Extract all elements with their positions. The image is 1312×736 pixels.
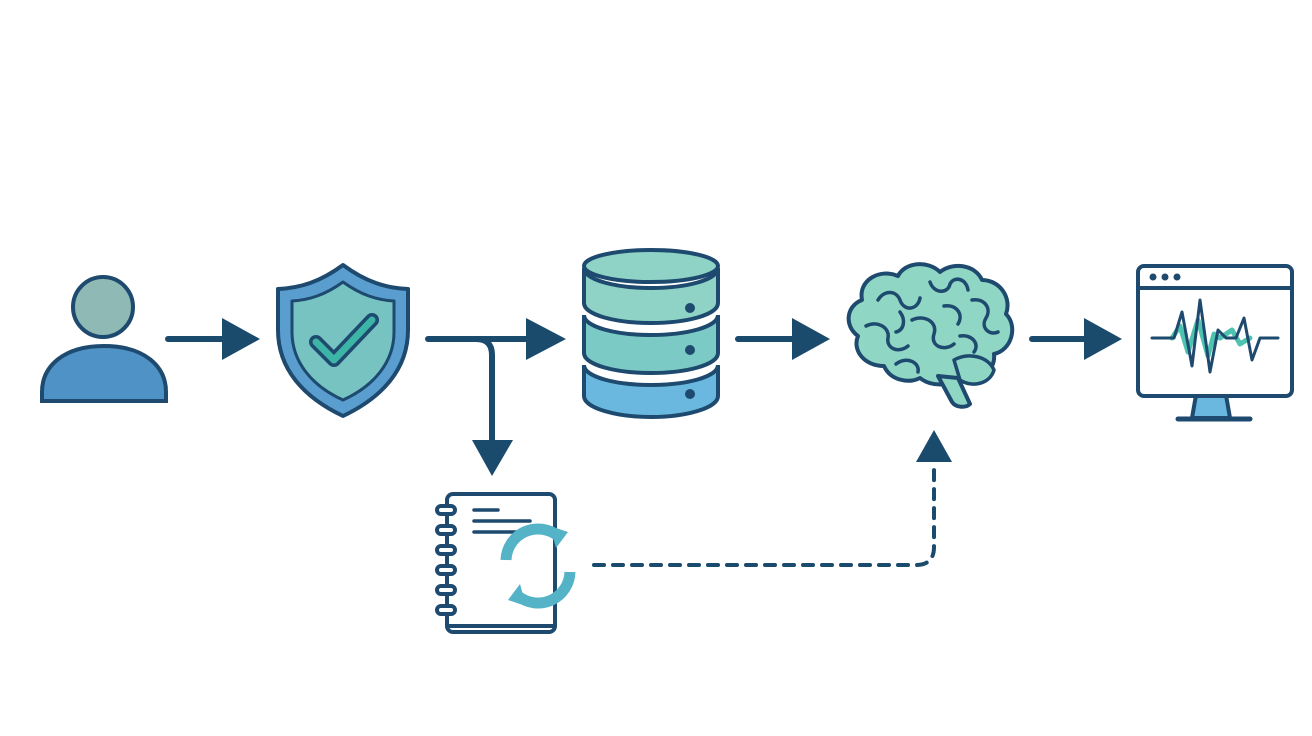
window-dot-3 [1173,273,1181,281]
brain-stem [936,374,972,409]
monitor-screen [1136,264,1294,398]
arrowhead-security-to-database [526,318,566,360]
notebook-sync-icon [435,492,576,634]
user-head [71,275,135,339]
user-icon [40,275,168,403]
brain-icon [846,262,1015,409]
monitor-stand [1190,393,1232,420]
connectors [165,318,1122,567]
notebook-page [445,492,557,634]
window-dot-1 [1149,273,1157,281]
waveform-line [1150,298,1280,374]
monitor-waveform-icon [1136,264,1294,422]
brain-folds [864,277,1000,374]
db-led-1 [685,303,695,313]
arrowhead-log-to-model [916,430,952,462]
arrowhead-model-to-monitoring [1084,318,1122,360]
database-icon [582,248,720,420]
db-middle-segment [582,314,720,376]
db-led-2 [685,345,695,355]
user-body [40,343,168,403]
window-dot-2 [1161,273,1169,281]
db-lid [582,248,720,284]
arrowhead-database-to-model [792,318,830,360]
arrow-security-to-log [473,336,495,449]
db-led-3 [685,389,695,399]
checkmark-fill [312,316,376,364]
notebook-rings [435,504,457,616]
notebook-text-lines [472,508,532,534]
brain-cerebellum [952,354,996,386]
arrowhead-user-to-security [222,318,260,360]
db-top-segment [582,267,720,326]
sync-icon [500,523,576,609]
shield-check-icon [276,263,410,418]
arrowhead-security-to-log [472,440,513,476]
dashed-arrow-log-to-model [592,460,936,567]
db-bottom-segment [582,364,720,420]
